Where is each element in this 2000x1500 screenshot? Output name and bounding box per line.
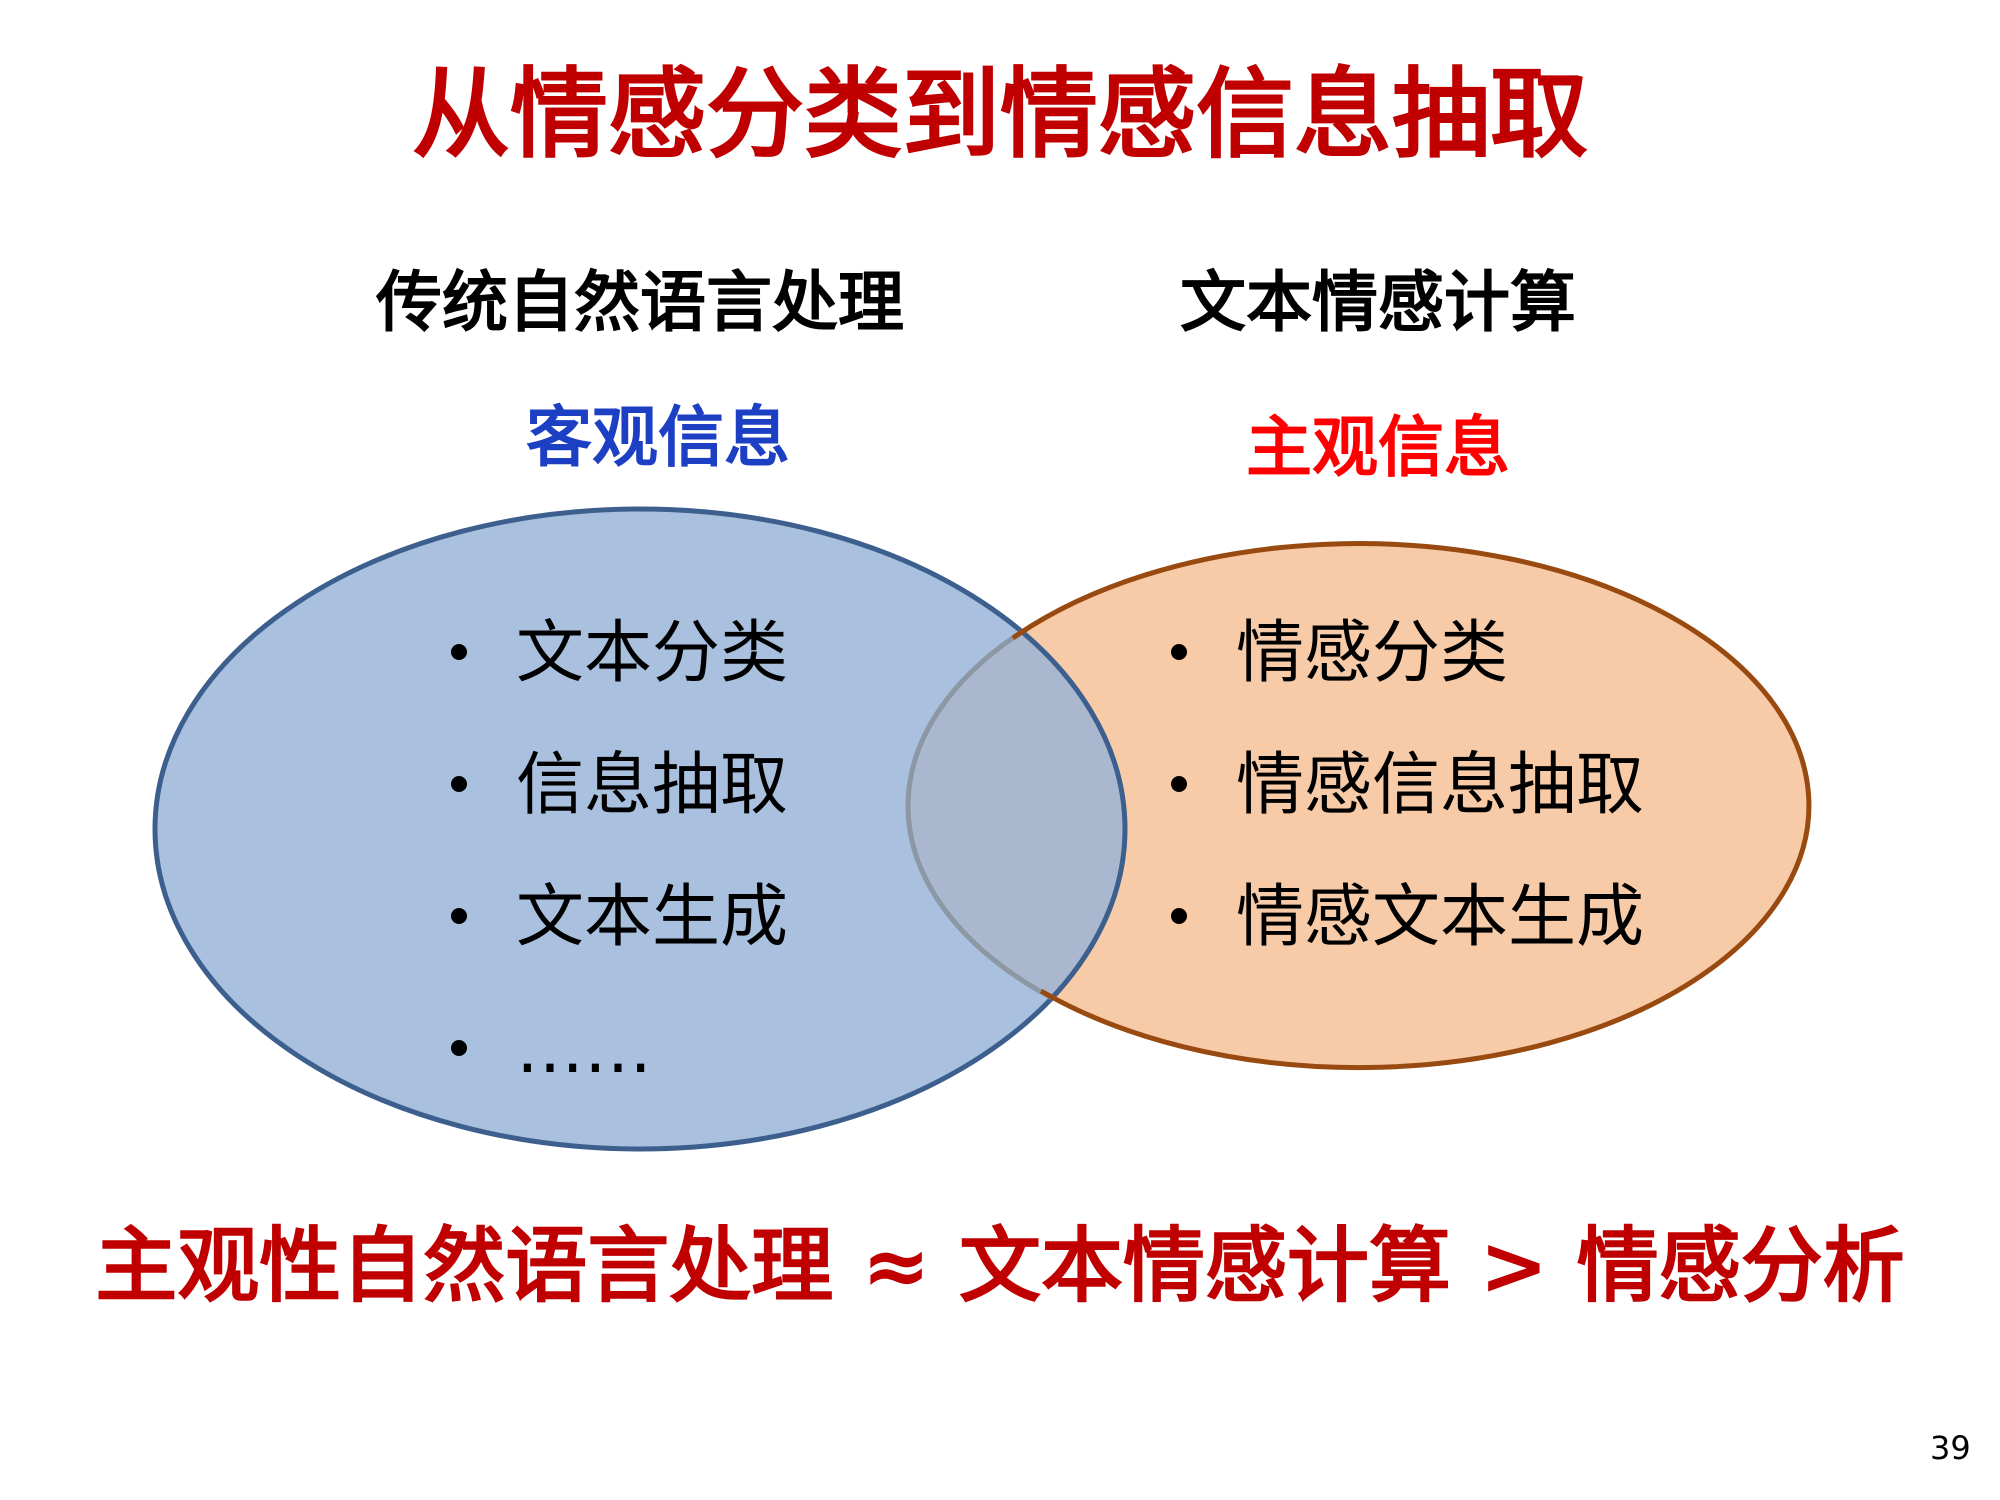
- slide-title: 从情感分类到情感信息抽取: [411, 58, 1588, 172]
- list-item: 文本分类: [451, 588, 788, 720]
- bullet-icon: [451, 644, 467, 660]
- list-item-label: ……: [516, 1010, 652, 1089]
- right-set-items: 情感分类 情感信息抽取 情感文本生成: [1171, 588, 1644, 984]
- list-item-label: 情感信息抽取: [1236, 746, 1645, 825]
- right-set-ellipse: [908, 544, 1808, 1068]
- list-item: 文本生成: [451, 852, 788, 984]
- right-set-outline-inner: [905, 541, 1125, 1071]
- list-item: 情感分类: [1171, 588, 1644, 720]
- summary-statement: 主观性自然语言处理 ≈ 文本情感计算 > 情感分析: [95, 1219, 1905, 1314]
- list-item: 情感文本生成: [1171, 852, 1644, 984]
- list-item-label: 情感分类: [1236, 614, 1509, 693]
- right-set-outline: [1011, 541, 1812, 1071]
- left-set-items: 文本分类 信息抽取 文本生成 ……: [451, 588, 788, 1116]
- list-item: 信息抽取: [451, 720, 788, 852]
- bullet-icon: [1171, 776, 1187, 792]
- list-item: 情感信息抽取: [1171, 720, 1644, 852]
- list-item-label: 文本生成: [516, 878, 789, 957]
- page-number: 39: [1930, 1429, 1971, 1467]
- bullet-icon: [451, 1040, 467, 1056]
- bullet-icon: [451, 908, 467, 924]
- left-set-outline: [152, 506, 1128, 1152]
- right-set-heading: 文本情感计算: [1180, 264, 1576, 341]
- bullet-icon: [1171, 908, 1187, 924]
- bullet-icon: [451, 776, 467, 792]
- left-set-label: 客观信息: [526, 399, 790, 476]
- list-item-label: 信息抽取: [516, 746, 789, 825]
- list-item-label: 情感文本生成: [1236, 878, 1645, 957]
- bullet-icon: [1171, 644, 1187, 660]
- list-item-label: 文本分类: [516, 614, 789, 693]
- left-set-ellipse: [155, 509, 1125, 1149]
- right-set-label: 主观信息: [1246, 409, 1510, 486]
- left-set-heading: 传统自然语言处理: [376, 264, 904, 341]
- list-item: ……: [451, 984, 788, 1116]
